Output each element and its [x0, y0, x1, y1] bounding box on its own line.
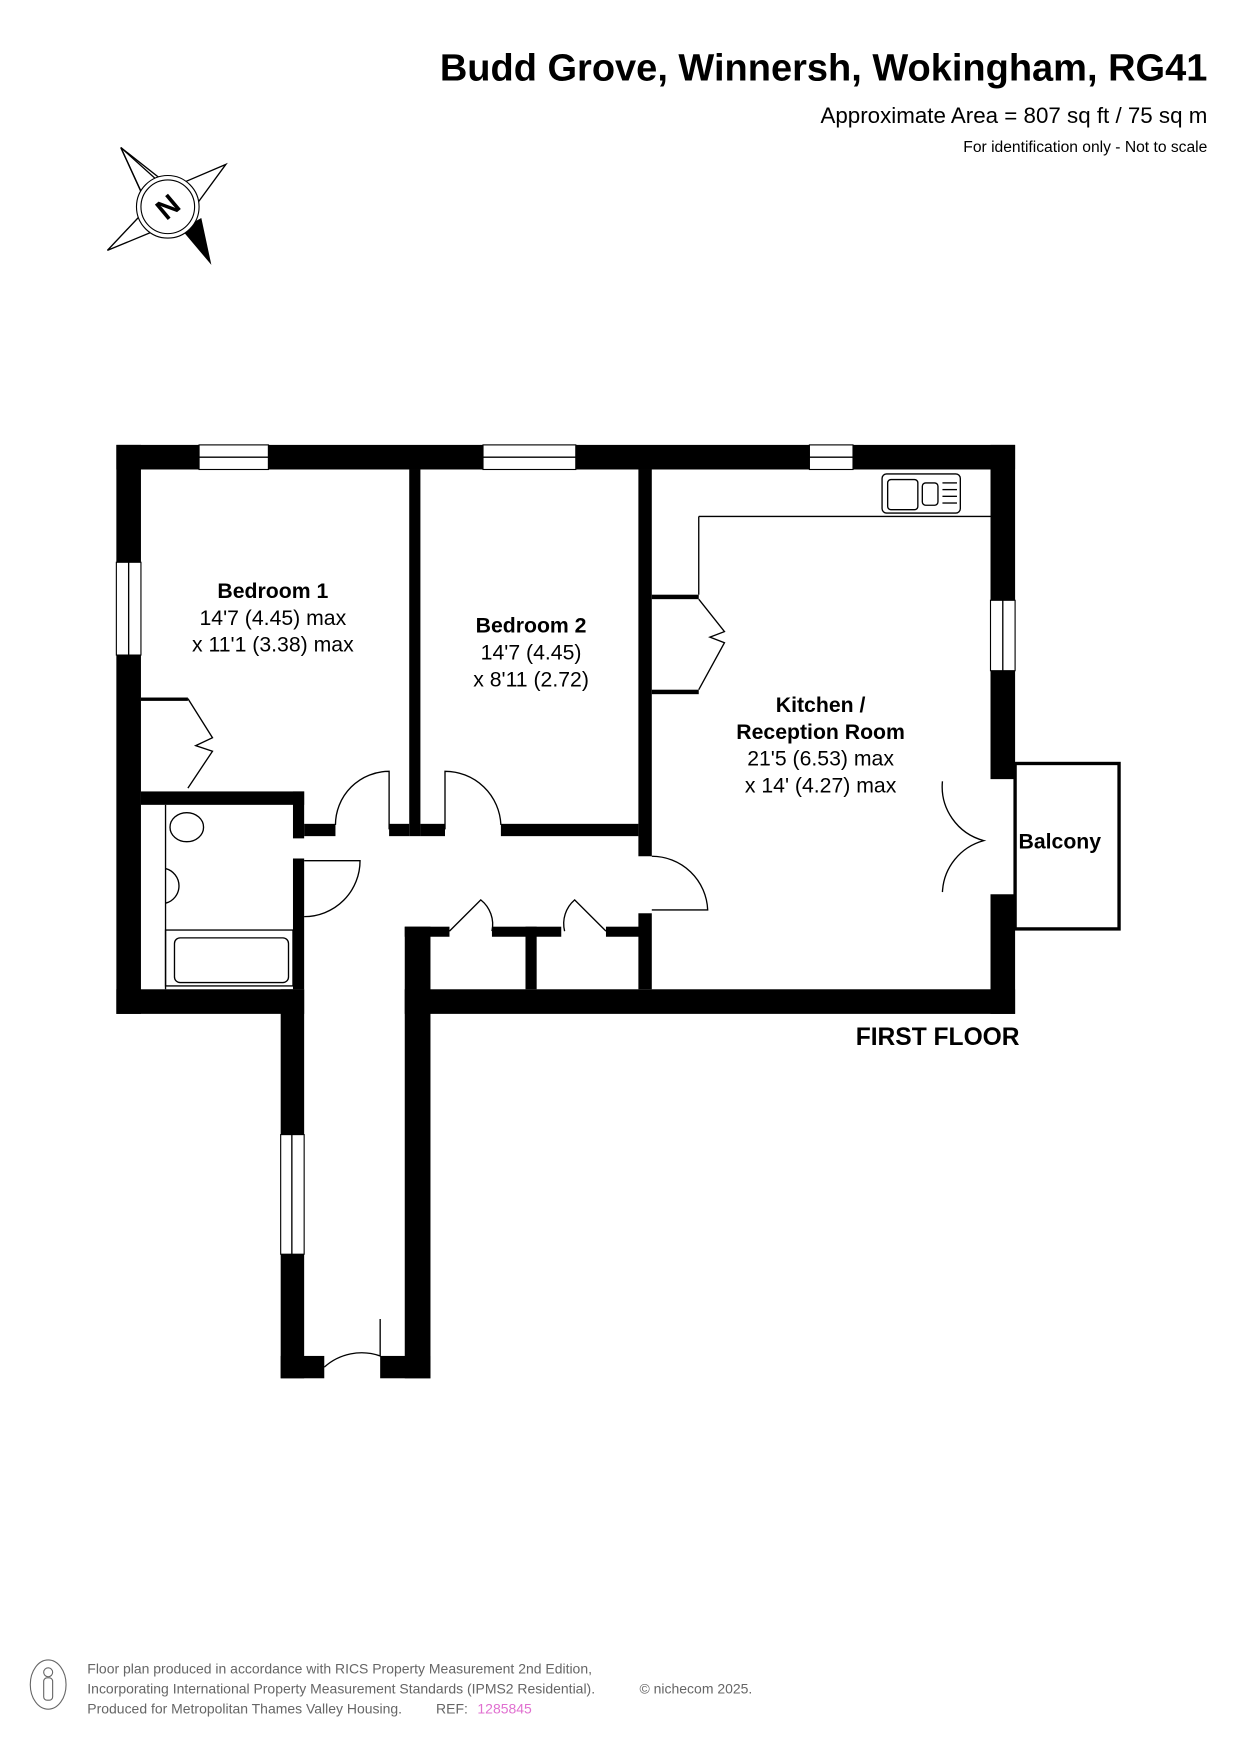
room-name: Reception Room — [736, 721, 905, 744]
room-name: Bedroom 2 — [476, 615, 587, 638]
disclaimer-text: For identification only - Not to scale — [963, 139, 1207, 156]
room-bedroom-2: Bedroom 2 14'7 (4.45) x 8'11 (2.72) — [473, 615, 589, 692]
balcony-outline — [1013, 761, 1121, 931]
footer-ref-number: 1285845 — [477, 1701, 532, 1717]
windows — [115, 444, 1016, 1255]
bathroom-fixtures — [164, 804, 294, 990]
room-dimension: 14'7 (4.45) — [481, 642, 582, 665]
room-bedroom-1: Bedroom 1 14'7 (4.45) max x 11'1 (3.38) … — [192, 580, 354, 657]
footer-ref-label: REF: — [436, 1701, 468, 1717]
room-kitchen-reception: Kitchen / Reception Room 21'5 (6.53) max… — [736, 694, 905, 797]
room-dimension: x 8'11 (2.72) — [473, 668, 589, 691]
room-dimension: 21'5 (6.53) max — [747, 748, 894, 771]
room-dimension: 14'7 (4.45) max — [199, 607, 346, 630]
property-title: Budd Grove, Winnersh, Wokingham, RG41 — [440, 47, 1207, 89]
person-icon — [29, 1659, 67, 1710]
floor-label: FIRST FLOOR — [856, 1024, 1020, 1051]
kitchen-fixtures — [698, 473, 991, 595]
footer-line-3: Produced for Metropolitan Thames Valley … — [87, 1701, 402, 1717]
footer-line-2: Incorporating International Property Mea… — [87, 1681, 595, 1697]
area-text: Approximate Area = 807 sq ft / 75 sq m — [820, 103, 1207, 128]
room-dimension: x 14' (4.27) max — [745, 775, 897, 798]
doors — [187, 598, 987, 1368]
footer-line-1: Floor plan produced in accordance with R… — [87, 1660, 592, 1676]
compass-north-icon: N — [106, 147, 228, 265]
room-name: Bedroom 1 — [217, 580, 328, 603]
room-balcony: Balcony — [1019, 830, 1102, 853]
footer-copyright: © nichecom 2025. — [640, 1681, 753, 1697]
room-dimension: x 11'1 (3.38) max — [192, 634, 354, 657]
room-name: Kitchen / — [776, 694, 866, 717]
